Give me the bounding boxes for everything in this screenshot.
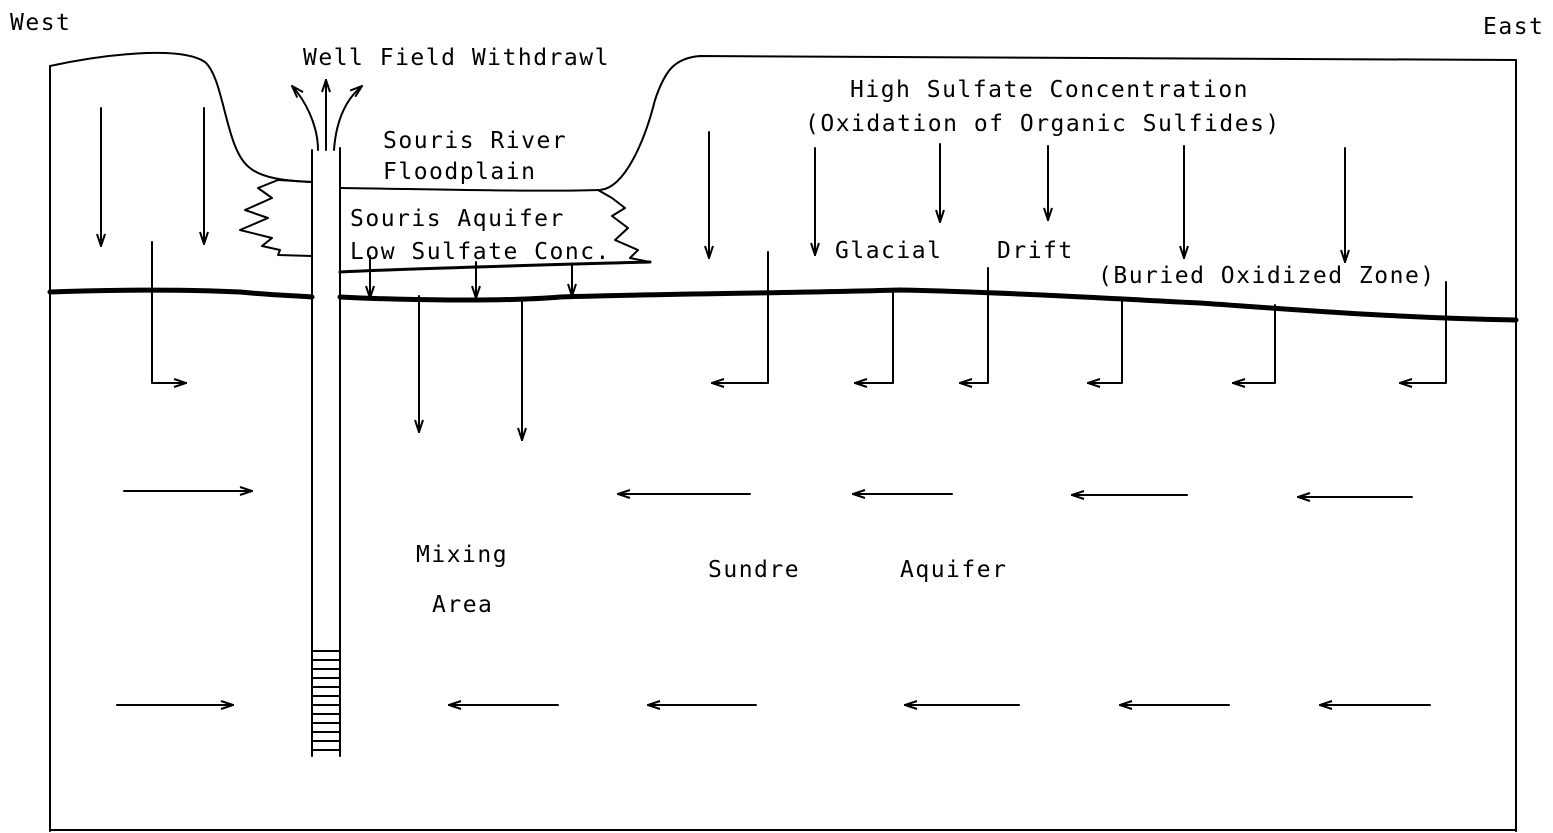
west-label: West: [10, 10, 71, 36]
sulfate-label-line1: High Sulfate Concentration: [850, 77, 1249, 103]
drift-label: Drift: [997, 238, 1074, 264]
floodplain-label-line2: Floodplain: [383, 159, 536, 185]
glacial-label: Glacial: [835, 238, 942, 264]
sundre-label: Sundre: [708, 557, 800, 583]
east-label: East: [1483, 14, 1544, 40]
well-casing: [312, 148, 340, 756]
well-field-label: Well Field Withdrawl: [303, 45, 610, 71]
sulfate-label-line2: (Oxidation of Organic Sulfides): [805, 111, 1281, 137]
buried-oxidized-zone-label: (Buried Oxidized Zone): [1098, 263, 1436, 289]
cross-section-frame: [50, 60, 1516, 831]
souris-aquifer-label-line2: Low Sulfate Conc.: [350, 239, 611, 265]
floodplain-label-line1: Souris River: [383, 128, 567, 154]
flow-arrows-upper: [124, 491, 1412, 497]
withdrawal-arrows: [292, 80, 362, 150]
drift-boundary-line: [50, 290, 312, 297]
aquifer-label: Aquifer: [900, 557, 1007, 583]
land-surface: [50, 53, 312, 182]
mixing-label: Mixing: [416, 542, 508, 568]
souris-aquifer-label-line1: Souris Aquifer: [350, 206, 565, 232]
drift-boundary-line-east: [340, 290, 1516, 320]
area-label: Area: [432, 592, 493, 618]
